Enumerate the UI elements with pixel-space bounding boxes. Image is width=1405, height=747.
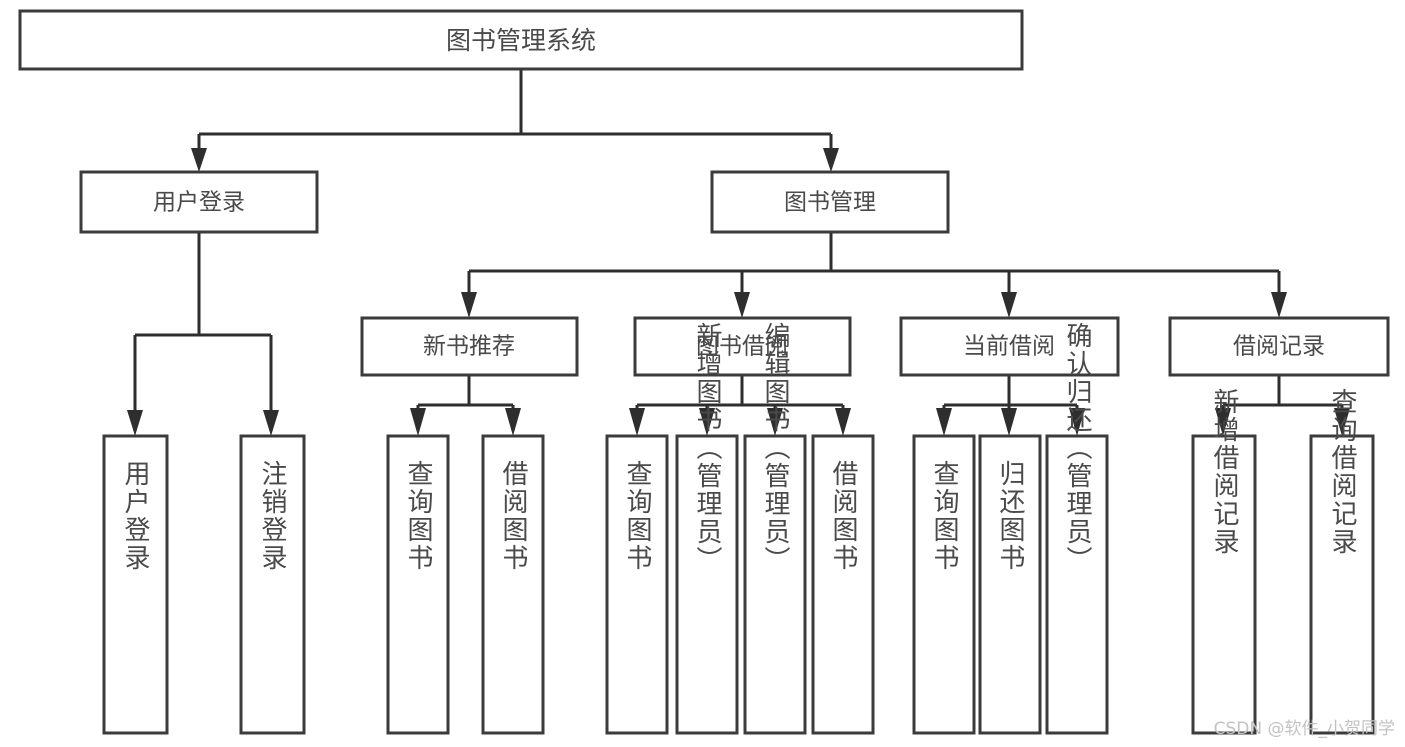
node-root-label: 图书管理系统 <box>446 26 596 55</box>
connector-bookborrow-to-bus <box>635 375 845 412</box>
arrow-to-leaf-borrow-book-1 <box>505 408 521 436</box>
node-borrow-record-box[interactable] <box>1168 316 1390 377</box>
node-new-book-recommend-box[interactable] <box>360 316 579 377</box>
leaf-query-book-current-label: 查询图书 <box>929 460 959 572</box>
arrow-to-leaf-edit-book <box>767 408 783 436</box>
connector-newbook-to-bus <box>416 375 515 412</box>
node-user-login[interactable]: 用户登录 <box>79 170 319 234</box>
arrow-to-leaf-query-book-2 <box>629 408 645 436</box>
node-new-book-recommend[interactable]: 新书推荐 <box>360 316 579 377</box>
leaf-query-book-borrow-label: 查询图书 <box>622 460 652 572</box>
leaf-user-login-box[interactable] <box>102 434 169 735</box>
leaf-logout[interactable]: 注销登录 <box>239 434 306 735</box>
node-book-borrow-box[interactable] <box>633 316 852 377</box>
leaf-borrow-book-borrow-label: 借阅图书 <box>828 460 858 572</box>
leaf-query-book-recommend-label: 查询图书 <box>403 460 433 572</box>
node-book-borrow-label: 图书借阅 <box>696 334 788 360</box>
leaf-confirm-return[interactable]: 确认归还（管理员） <box>1045 322 1109 735</box>
connector-borrowrecord-to-bus <box>1221 375 1344 412</box>
leaf-add-borrow-record-box[interactable] <box>1191 434 1257 735</box>
node-current-borrow[interactable]: 当前借阅 <box>899 316 1120 377</box>
leaf-return-book-box[interactable] <box>978 434 1042 735</box>
leaf-confirm-return-label: 确认归还（管理员） <box>1062 322 1092 574</box>
leaf-add-borrow-record[interactable]: 新增借阅记录 <box>1191 388 1257 735</box>
leaf-borrow-book-borrow[interactable]: 借阅图书 <box>811 434 875 735</box>
leaf-query-book-current[interactable]: 查询图书 <box>912 434 976 735</box>
node-book-borrow[interactable]: 图书借阅 <box>633 316 852 377</box>
leaf-confirm-return-box[interactable] <box>1045 434 1109 735</box>
arrow-to-book-manage <box>823 148 839 172</box>
node-current-borrow-box[interactable] <box>899 316 1120 377</box>
leaf-add-book-box[interactable] <box>675 434 739 735</box>
arrow-to-leaf-add-record <box>1215 408 1231 436</box>
node-current-borrow-label: 当前借阅 <box>963 334 1055 360</box>
arrow-to-book-borrow <box>734 292 750 318</box>
leaf-borrow-book-recommend-label: 借阅图书 <box>498 460 528 572</box>
connector-layer <box>127 69 1350 436</box>
arrow-to-borrow-record <box>1271 292 1287 318</box>
leaf-query-book-borrow-box[interactable] <box>605 434 669 735</box>
arrow-to-leaf-borrow-book-2 <box>835 408 851 436</box>
node-borrow-record-label: 借阅记录 <box>1233 334 1325 360</box>
leaf-edit-book-box[interactable] <box>743 434 807 735</box>
arrow-to-leaf-add-book <box>699 408 715 436</box>
node-book-manage-label: 图书管理 <box>784 190 876 216</box>
leaf-logout-label: 注销登录 <box>257 460 287 572</box>
connector-bookmanage-to-bus <box>467 232 1281 292</box>
leaf-user-login-label: 用户登录 <box>120 460 150 572</box>
leaf-query-borrow-record[interactable]: 查询借阅记录 <box>1309 388 1375 735</box>
arrow-to-leaf-query-book-3 <box>936 408 952 436</box>
leaf-query-borrow-record-label: 查询借阅记录 <box>1327 388 1357 556</box>
node-new-book-recommend-label: 新书推荐 <box>423 334 515 360</box>
arrow-to-leaf-query-book-1 <box>410 408 426 436</box>
node-user-login-label: 用户登录 <box>153 190 245 216</box>
leaf-logout-box[interactable] <box>239 434 306 735</box>
node-user-login-box[interactable] <box>79 170 319 234</box>
leaf-return-book-label: 归还图书 <box>995 460 1025 572</box>
arrow-to-current-borrow <box>1001 292 1017 318</box>
leaf-edit-book[interactable]: 编辑图书（管理员） <box>743 322 807 735</box>
leaf-query-book-current-box[interactable] <box>912 434 976 735</box>
leaf-user-login[interactable]: 用户登录 <box>102 434 169 735</box>
leaf-query-book-borrow[interactable]: 查询图书 <box>605 434 669 735</box>
node-root-box[interactable] <box>18 9 1024 71</box>
leaf-query-book-recommend[interactable]: 查询图书 <box>386 434 450 735</box>
leaf-borrow-book-borrow-box[interactable] <box>811 434 875 735</box>
leaf-add-book-label: 新增图书（管理员） <box>692 322 722 574</box>
leaf-add-book[interactable]: 新增图书（管理员） <box>675 322 739 735</box>
arrow-to-leaf-user-login <box>127 410 143 436</box>
arrow-to-leaf-logout <box>263 410 279 436</box>
connector-currentborrow-to-bus <box>942 375 1079 412</box>
leaf-borrow-book-recommend[interactable]: 借阅图书 <box>481 434 545 735</box>
connector-root-to-bus <box>197 69 833 152</box>
node-root[interactable]: 图书管理系统 <box>18 9 1024 71</box>
node-borrow-record[interactable]: 借阅记录 <box>1168 316 1390 377</box>
node-book-manage[interactable]: 图书管理 <box>710 170 950 234</box>
leaf-return-book[interactable]: 归还图书 <box>978 434 1042 735</box>
arrow-to-new-book-recommend <box>461 292 477 318</box>
leaf-borrow-book-recommend-box[interactable] <box>481 434 545 735</box>
node-book-manage-box[interactable] <box>710 170 950 234</box>
leaf-query-book-recommend-box[interactable] <box>386 434 450 735</box>
leaf-edit-book-label: 编辑图书（管理员） <box>760 322 790 574</box>
leaf-add-borrow-record-label: 新增借阅记录 <box>1209 388 1239 556</box>
leaf-query-borrow-record-box[interactable] <box>1309 434 1375 735</box>
connector-userlogin-to-bus <box>133 232 273 412</box>
arrow-to-leaf-confirm-return <box>1069 408 1085 436</box>
arrow-to-leaf-return-book <box>1001 408 1017 436</box>
arrow-to-leaf-query-record <box>1334 408 1350 436</box>
arrow-to-user-login <box>191 148 207 172</box>
